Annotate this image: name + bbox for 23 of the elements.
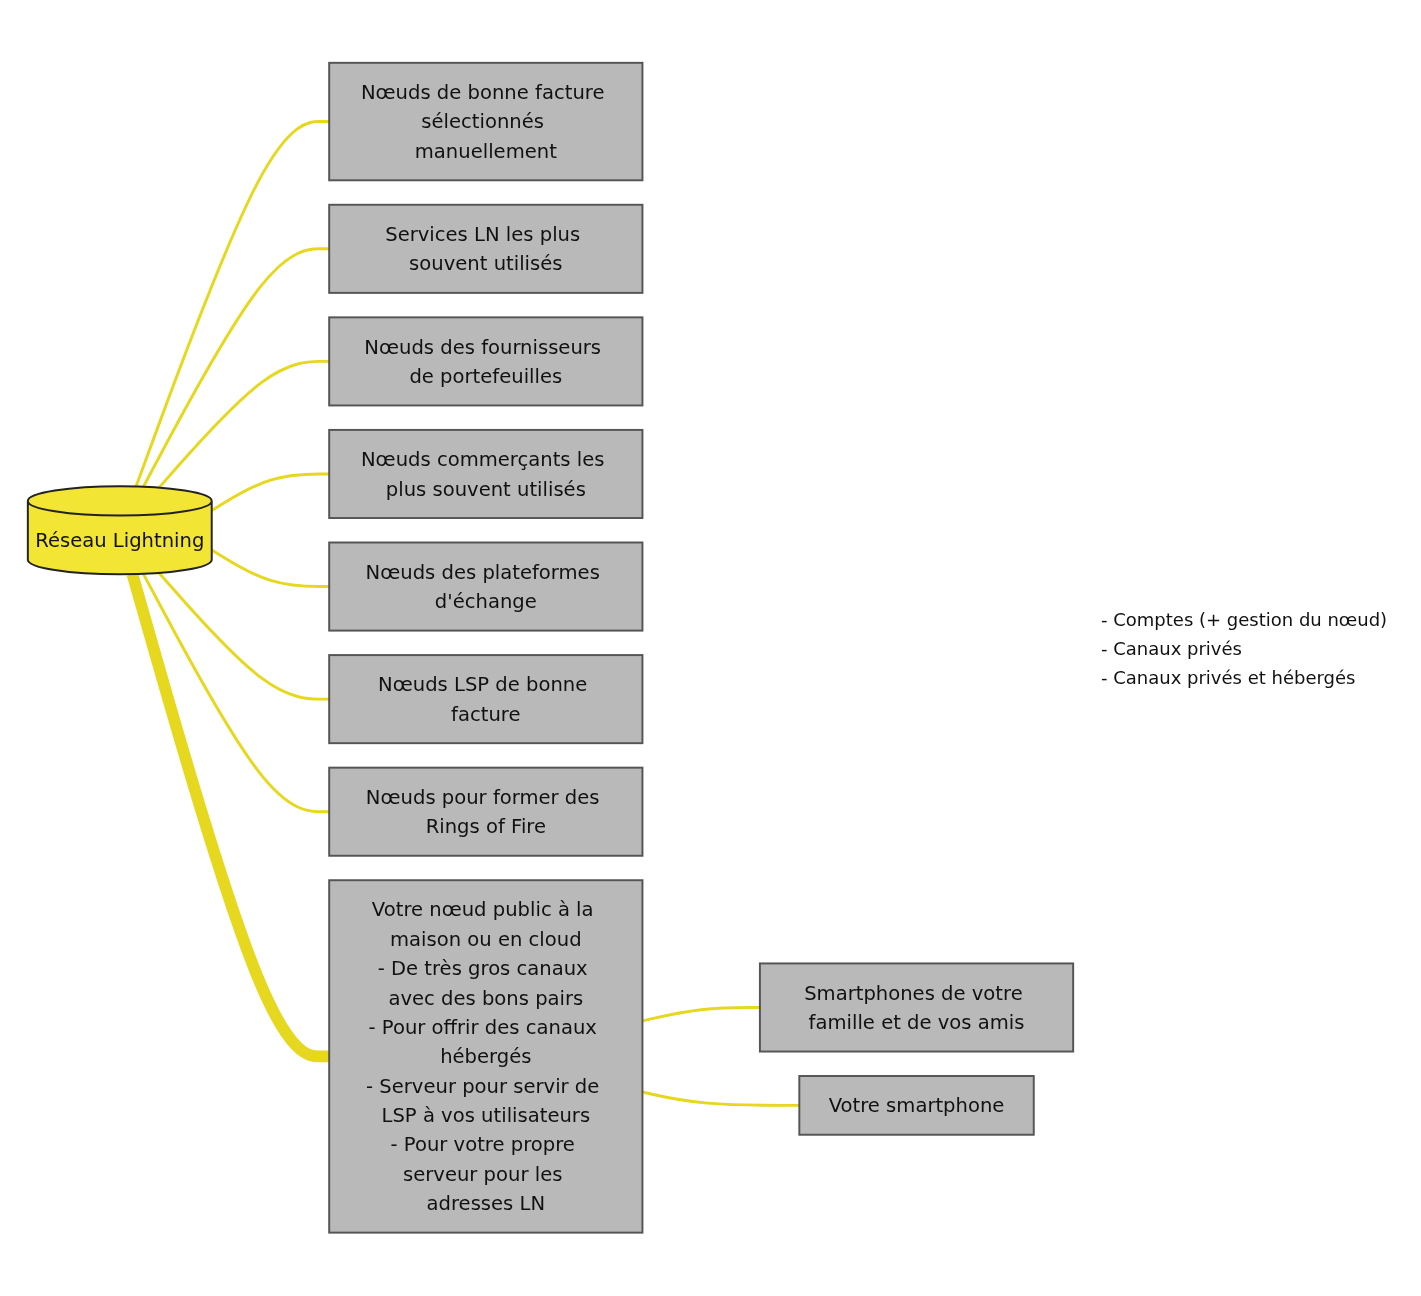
connector xyxy=(210,472,330,513)
node-box: Smartphones de votre famille et de vos amis xyxy=(758,962,1075,1053)
connector xyxy=(142,247,330,488)
node-box: Nœuds pour former des Rings of Fire xyxy=(328,766,644,857)
node-box: Services LN les plus souvent utilisés xyxy=(328,204,644,295)
connector xyxy=(134,120,330,488)
connector xyxy=(642,1006,760,1023)
connector xyxy=(158,360,330,489)
note-text: - Canaux privés xyxy=(1101,637,1243,659)
node-box: Votre nœud public à la maison ou en cloud - De très gros canaux avec des bons pairs - Pour offrir des canaux hébergés - Serveur pour servir de LSP à vos utilisateurs - Pour votre propre serveur pour les adresses LN xyxy=(328,879,644,1234)
node-box: Nœuds des plateformes d'échange xyxy=(328,541,644,632)
note-text: - Canaux privés et hébergés xyxy=(1101,666,1357,688)
node-box: Nœuds LSP de bonne facture xyxy=(328,654,644,745)
connector xyxy=(158,572,330,701)
node-box: Nœuds commerçants les plus souvent utilisés xyxy=(328,429,644,520)
node-box: Nœuds de bonne facture sélectionnés manuellement xyxy=(328,62,644,182)
connector xyxy=(142,573,330,814)
connector xyxy=(642,1090,800,1108)
node-box: Votre smartphone xyxy=(798,1075,1035,1136)
connector xyxy=(126,572,330,1063)
connector xyxy=(210,548,330,589)
note-text: - Comptes (+ gestion du nœud) xyxy=(1101,608,1389,630)
node-box: Nœuds des fournisseurs de portefeuilles xyxy=(328,316,644,407)
